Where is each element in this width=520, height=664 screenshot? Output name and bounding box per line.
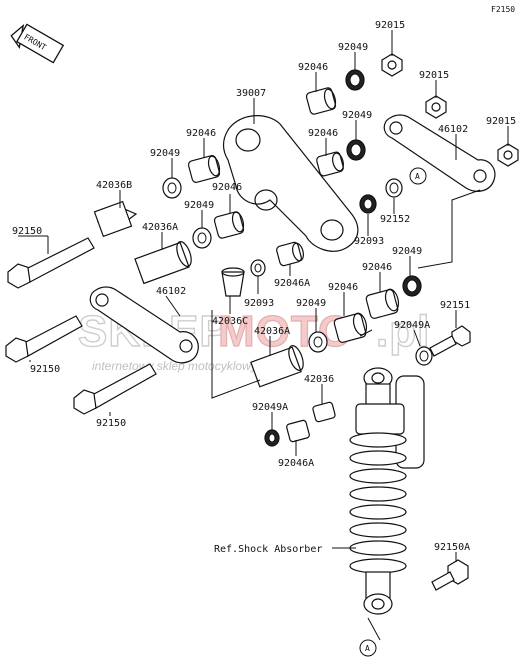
label-92049a-b: 92049A	[252, 402, 288, 413]
label-92049-a: 92049	[338, 42, 368, 53]
label-92046a-a: 92046A	[274, 278, 310, 289]
seal-92093-upper	[359, 194, 377, 214]
label-42036a-b: 42036A	[254, 326, 290, 337]
front-arrow-icon: FRONT	[10, 23, 65, 64]
seal-92049-mid-right	[346, 139, 366, 161]
nut-92015-far-right	[497, 143, 519, 167]
label-39007: 39007	[236, 88, 266, 99]
label-42036b: 42036B	[96, 180, 132, 191]
collar-42036c	[221, 267, 245, 297]
collar-42036b	[93, 200, 138, 238]
bolt-92150-top	[7, 237, 95, 289]
label-92049a-a: 92049A	[394, 320, 430, 331]
label-92150-c: 92150	[96, 418, 126, 429]
label-92150-b: 92150	[30, 364, 60, 375]
label-92049-c: 92049	[150, 148, 180, 159]
ring-92152	[385, 178, 403, 198]
bolt-92151	[429, 325, 471, 357]
tie-rod-46102-lower	[89, 286, 199, 364]
collar-42036a-lower	[250, 345, 304, 388]
bearing-92046a-upper	[276, 241, 304, 267]
rocker-arm-39007	[222, 115, 359, 252]
label-92046-f: 92046	[328, 282, 358, 293]
label-92049-d: 92049	[184, 200, 214, 211]
label-42036c: 42036C	[212, 316, 248, 327]
label-92046a-b: 92046A	[278, 458, 314, 469]
bearing-92046a-lower	[286, 419, 310, 443]
label-46102-a: 46102	[438, 124, 468, 135]
watermark: SKLEP MOTO .pl internetowy sklep motocyk…	[77, 306, 430, 373]
label-92151: 92151	[440, 300, 470, 311]
seal-92049-top	[345, 69, 365, 91]
watermark-brand-right: MOTO	[218, 307, 353, 356]
label-92093-b: 92093	[244, 298, 274, 309]
label-92152: 92152	[380, 214, 410, 225]
label-92046-c: 92046	[308, 128, 338, 139]
label-92046-e: 92046	[362, 262, 392, 273]
shock-spring	[349, 432, 407, 574]
bearing-92046-left	[187, 155, 221, 183]
bearing-92046-mid	[316, 151, 344, 177]
bearing-92046-top	[305, 87, 337, 115]
bolt-92150-lower	[73, 363, 157, 415]
label-92015-b: 92015	[419, 70, 449, 81]
bolt-92150-middle	[5, 315, 83, 363]
connector-a-top: A	[409, 167, 427, 185]
label-92046-b: 92046	[186, 128, 216, 139]
seal-92049-left	[162, 177, 182, 199]
seal-92049-center	[308, 331, 328, 353]
label-42036: 42036	[304, 374, 334, 385]
seal-92049-lower-left	[192, 227, 212, 249]
part-labels: 92015 92049 92046 92015 39007 92049 9201…	[12, 20, 516, 555]
diagram-code: F2150	[491, 5, 515, 14]
seal-92049a-right	[415, 346, 433, 366]
label-92093-a: 92093	[354, 236, 384, 247]
leader-lines	[18, 30, 509, 641]
label-92015-a: 92015	[375, 20, 405, 31]
label-92049-e: 92049	[392, 246, 422, 257]
nut-92015-right	[425, 95, 447, 119]
label-92046-d: 92046	[212, 182, 242, 193]
label-46102-b: 46102	[156, 286, 186, 297]
seal-92049a-lower	[264, 429, 280, 447]
svg-text:A: A	[415, 172, 420, 181]
label-92046-a: 92046	[298, 62, 328, 73]
connector-a-bottom: A	[359, 639, 377, 657]
label-92015-c: 92015	[486, 116, 516, 127]
tie-rod-46102-top	[383, 114, 496, 192]
label-42036a-a: 42036A	[142, 222, 178, 233]
watermark-tagline: internetowy sklep motocyklowy	[92, 359, 258, 373]
bolt-92150a	[431, 559, 469, 591]
seal-92049-right	[402, 275, 422, 297]
collar-42036	[312, 401, 336, 423]
shock-absorber	[349, 367, 425, 615]
nut-92015-top	[381, 53, 403, 77]
svg-text:A: A	[365, 644, 370, 653]
label-92150-a: 92150	[12, 226, 42, 237]
bearing-92046-lower-left	[213, 211, 245, 239]
label-92049-f: 92049	[296, 298, 326, 309]
seal-92093-lower	[250, 259, 266, 277]
collar-42036a-upper	[134, 241, 192, 285]
label-92150a: 92150A	[434, 542, 470, 553]
bearing-92046-right	[365, 288, 400, 319]
label-92049-b: 92049	[342, 110, 372, 121]
ref-shock-absorber-label: Ref.Shock Absorber	[214, 544, 322, 555]
